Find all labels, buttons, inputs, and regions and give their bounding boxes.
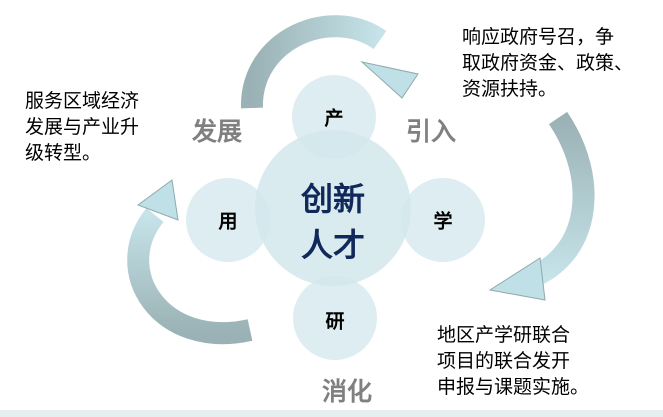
arrow-digest-to-develop — [127, 179, 253, 345]
note-line: 地区产学研联合 — [437, 324, 571, 346]
note-line: 响应政府号召，争 — [462, 26, 615, 48]
stage-introduce: 引入 — [406, 117, 457, 146]
note-line: 申报与课题实施。 — [437, 376, 590, 398]
note-top-right: 响应政府号召，争 取政府资金、政策、 资源扶持。 — [462, 24, 633, 102]
note-line: 服务区域经济 — [25, 90, 140, 112]
node-circle-bottom — [293, 276, 377, 360]
note-left: 服务区域经济 发展与产业升 级转型。 — [25, 88, 139, 166]
node-circle-left — [186, 178, 270, 262]
node-circle-top — [292, 75, 376, 159]
node-yong: 用 — [218, 210, 238, 233]
note-line: 级转型。 — [25, 142, 102, 164]
node-yan: 研 — [325, 310, 345, 333]
core-line-1: 创新 — [300, 180, 366, 218]
core-label: 创新 人才 — [301, 176, 365, 268]
stage-develop: 发展 — [192, 117, 243, 146]
note-line: 项目的联合发开 — [437, 350, 571, 372]
arrow-introduce-to-digest — [488, 111, 595, 301]
note-bottom-right: 地区产学研联合 项目的联合发开 申报与课题实施。 — [437, 322, 589, 400]
core-line-2: 人才 — [300, 226, 366, 264]
node-xue: 学 — [433, 210, 453, 233]
arrow-develop-to-introduce — [240, 15, 419, 109]
bottom-band — [0, 410, 663, 417]
node-chan: 产 — [324, 107, 344, 130]
note-line: 资源扶持。 — [462, 78, 558, 100]
note-line: 发展与产业升 — [25, 116, 140, 138]
note-line: 取政府资金、政策、 — [462, 52, 634, 74]
node-circle-right — [401, 178, 485, 262]
core-circle — [255, 130, 411, 286]
stage-digest: 消化 — [322, 377, 373, 406]
